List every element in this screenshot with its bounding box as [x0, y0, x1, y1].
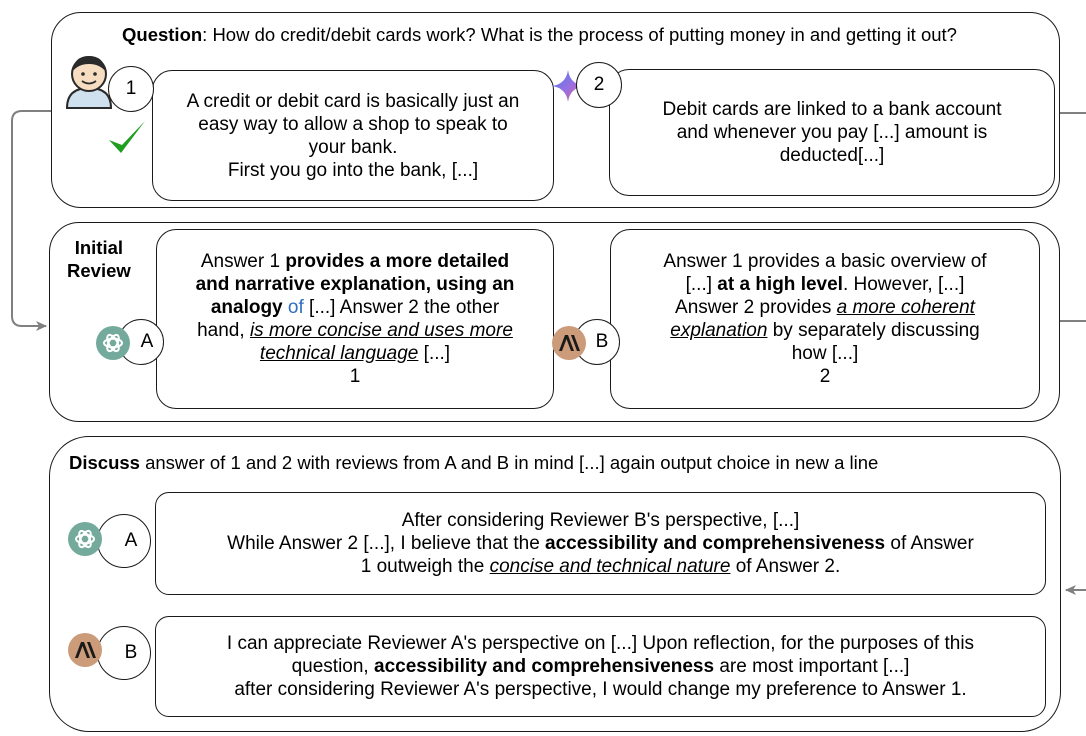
discuss-text: answer of 1 and 2 with reviews from A an… — [139, 452, 879, 473]
checkmark-icon — [109, 121, 145, 153]
answer-1-badge: 1 — [108, 66, 154, 112]
initial-review-label-line-2: Review — [67, 260, 131, 281]
answer-1-line-2: easy way to allow a shop to speak to — [198, 113, 508, 135]
answer-2-box: Debit cards are linked to a bank account… — [609, 69, 1055, 196]
discuss-b-box: I can appreciate Reviewer A's perspectiv… — [155, 616, 1046, 717]
answer-2-line-2: and whenever you pay [...] amount is — [676, 122, 988, 143]
answer-2-line-1: Debit cards are linked to a bank account — [662, 99, 1002, 120]
anthropic-logo-icon — [552, 326, 586, 360]
gemini-sparkle-icon — [552, 70, 584, 102]
discuss-reviewer-a-badge: A — [97, 514, 151, 568]
question-text: : How do credit/debit cards work? What i… — [202, 24, 957, 45]
review-a-choice: 1 — [349, 366, 361, 387]
question-label: Question — [122, 24, 203, 45]
discuss-header: Discuss answer of 1 and 2 with reviews f… — [69, 452, 878, 474]
review-b-choice: 2 — [819, 366, 831, 387]
answer-2-line-3: deducted[...] — [779, 145, 885, 166]
answer-1-box: A credit or debit card is basically just… — [152, 70, 554, 201]
answer-1-line-3: your bank. — [308, 136, 398, 158]
discuss-a-box: After considering Reviewer B's perspecti… — [155, 492, 1046, 595]
openai-logo-icon — [68, 522, 102, 556]
anthropic-logo-icon — [68, 633, 102, 667]
discuss-label: Discuss — [69, 452, 140, 473]
review-a-box: Answer 1 provides a more detailed and na… — [156, 229, 554, 409]
left-flow-arrow — [11, 110, 52, 331]
discuss-reviewer-b-badge: B — [97, 626, 151, 680]
initial-review-label-line-1: Initial — [74, 237, 124, 258]
answer-2-badge: 2 — [576, 62, 622, 108]
answer-1-line-1: A credit or debit card is basically just… — [186, 90, 520, 112]
review-b-box: Answer 1 provides a basic overview of [.… — [610, 229, 1040, 409]
question-header: Question: How do credit/debit cards work… — [122, 24, 957, 46]
openai-logo-icon — [96, 326, 130, 360]
answer-1-line-4: First you go into the bank, [...] — [227, 159, 479, 181]
initial-review-label: Initial Review — [67, 236, 131, 282]
user-avatar-icon — [65, 56, 113, 109]
